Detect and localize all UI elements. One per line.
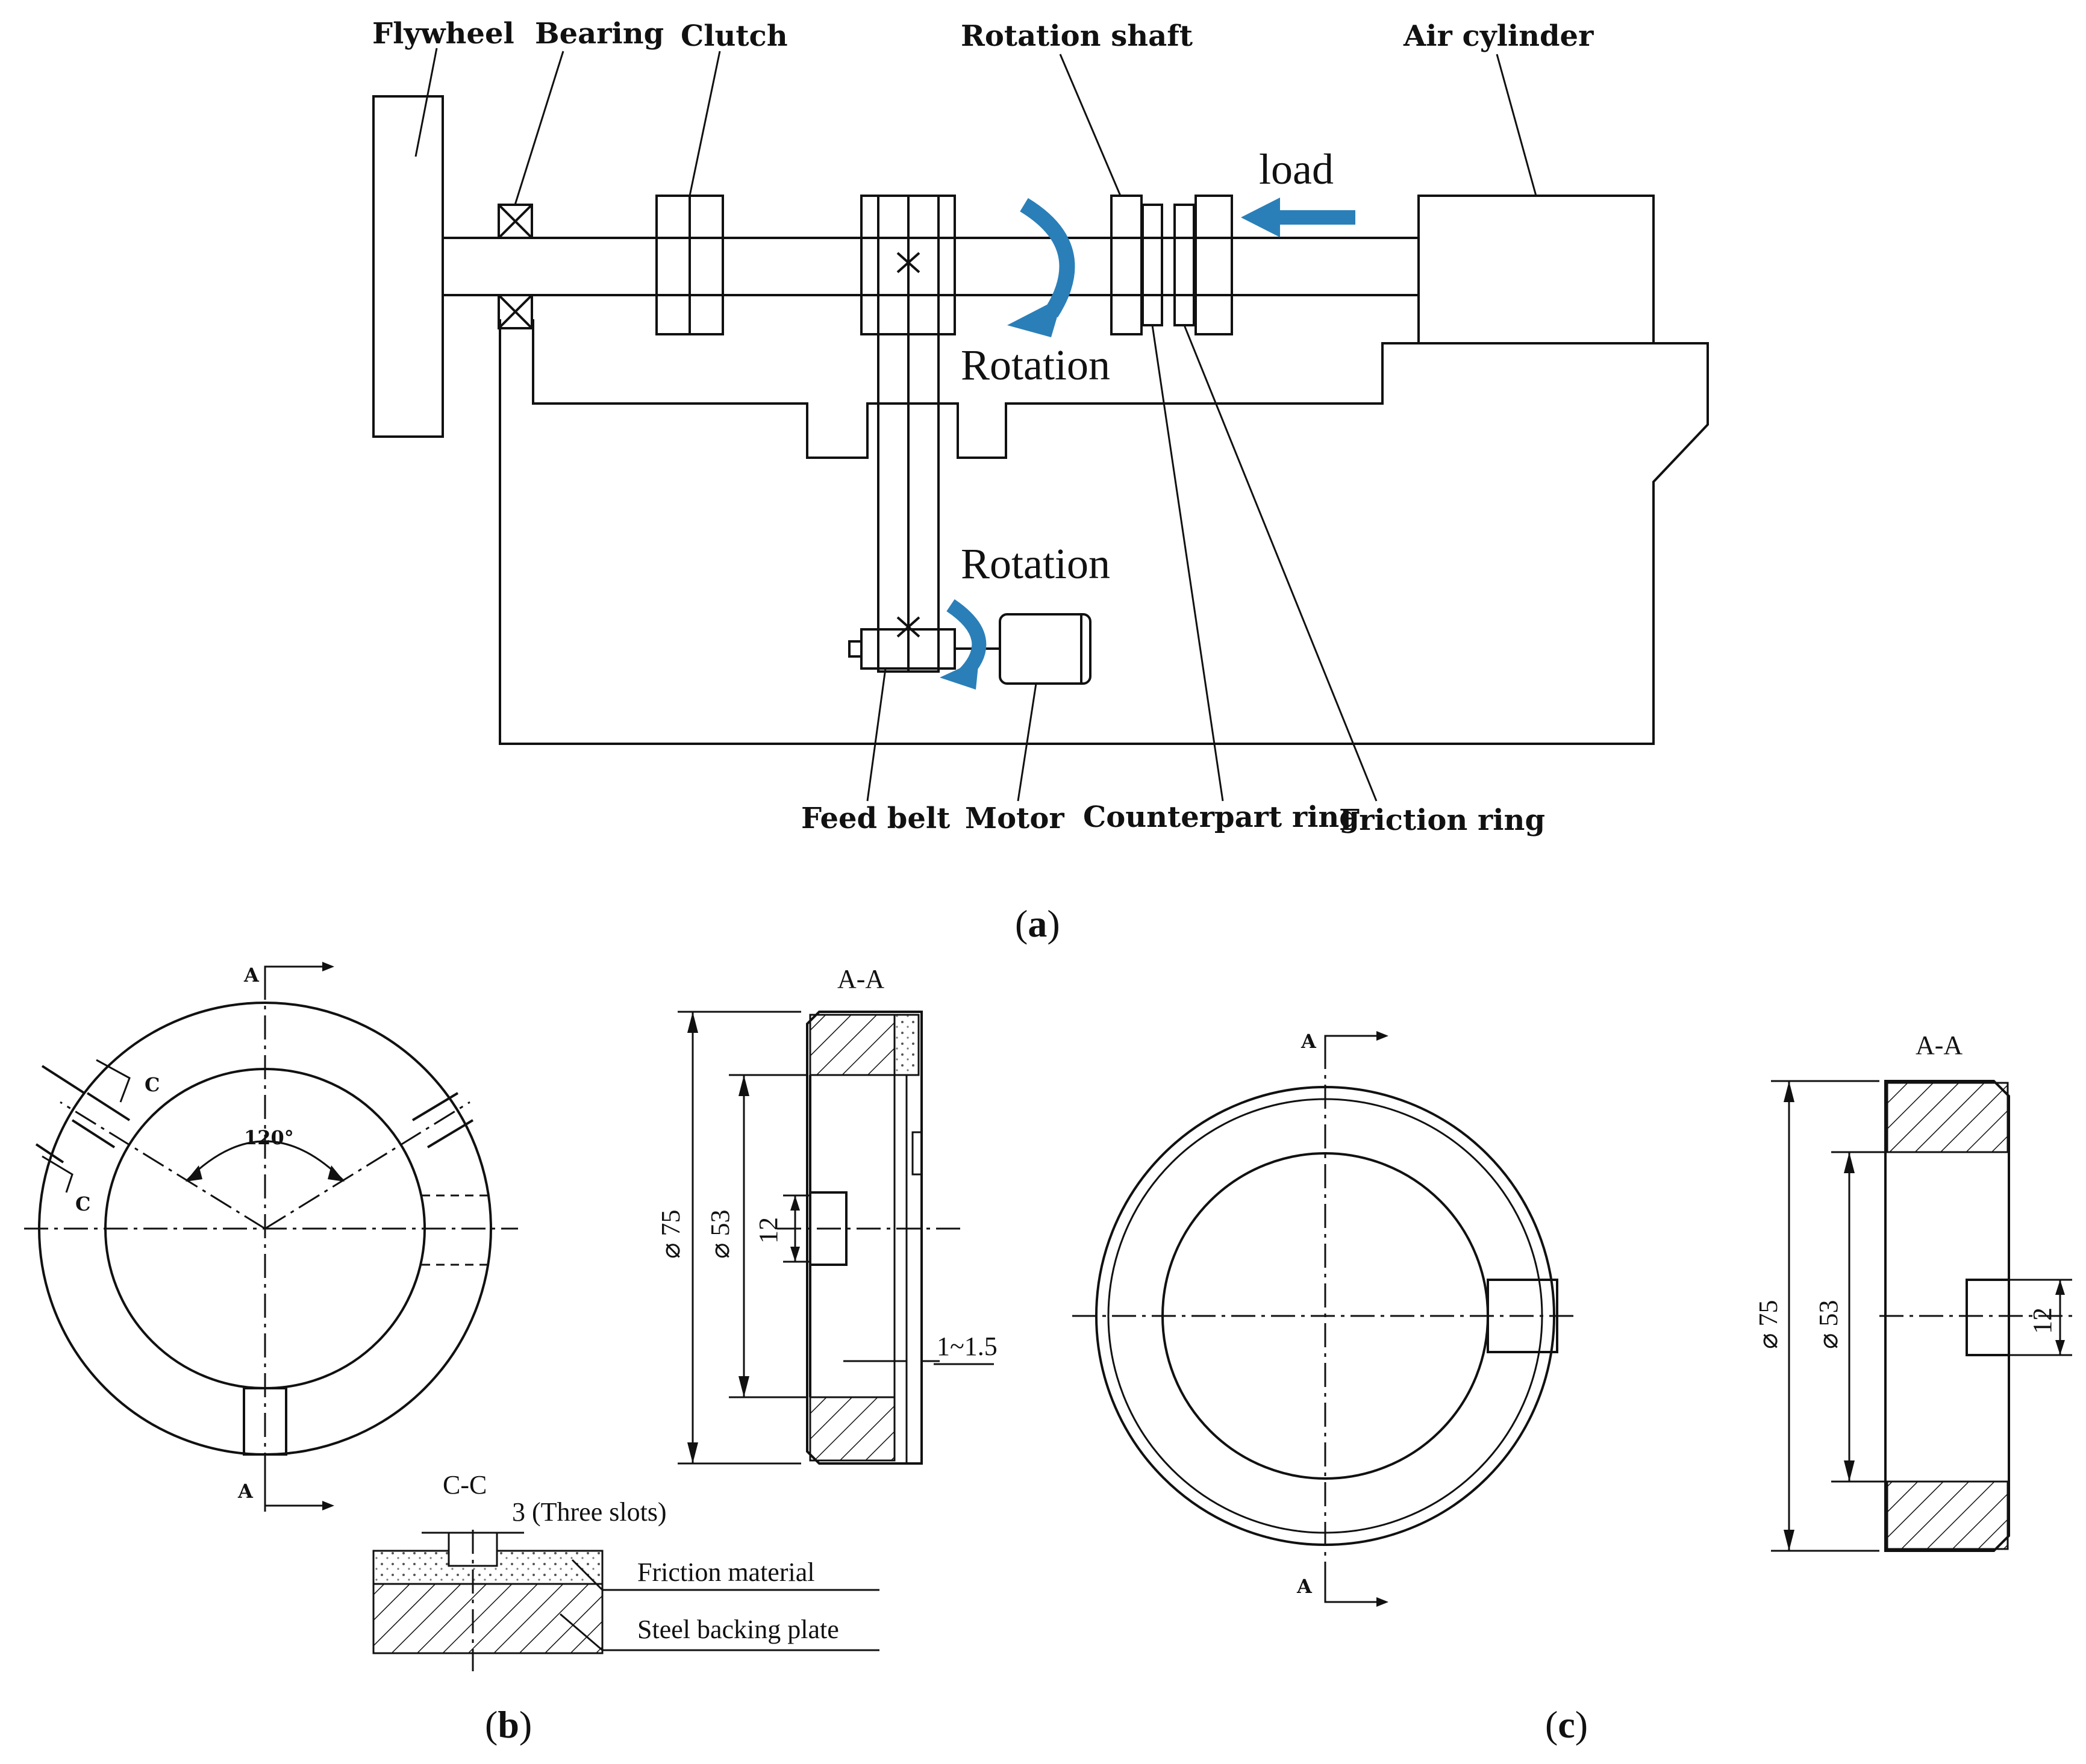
friction-material-label: Friction material bbox=[637, 1557, 814, 1587]
c-mark-top: C bbox=[145, 1073, 160, 1096]
leader-lines-a bbox=[414, 48, 1537, 802]
bearing bbox=[498, 204, 533, 329]
cc-slots-label: 3 (Three slots) bbox=[512, 1497, 667, 1527]
angle-arc-120 bbox=[186, 1140, 345, 1182]
dim-inner-c: ⌀ 53 bbox=[1814, 1300, 1843, 1350]
rotation-arrow-top bbox=[1007, 198, 1075, 337]
clutch bbox=[655, 195, 724, 335]
label-friction-ring: Friction ring bbox=[1339, 803, 1545, 837]
section-title-c: A-A bbox=[1916, 1030, 1963, 1060]
section-a-marks-b bbox=[264, 962, 334, 1510]
label-rotation-top: Rotation bbox=[961, 341, 1110, 389]
panel-b-friction-ring-drawing: 120° C C A A bbox=[24, 962, 998, 1746]
section-a-label-bottom-b: A bbox=[237, 1480, 254, 1503]
dim-slot-c: 12 bbox=[2028, 1307, 2057, 1334]
label-bearing: Bearing bbox=[535, 17, 664, 51]
label-air-cylinder: Air cylinder bbox=[1403, 19, 1594, 53]
section-a-label-bottom-c: A bbox=[1296, 1575, 1313, 1598]
section-a-label-top-c: A bbox=[1301, 1030, 1317, 1053]
section-c-marks bbox=[42, 1059, 131, 1193]
friction-ring bbox=[1173, 204, 1195, 326]
c-mark-bottom: C bbox=[75, 1192, 90, 1215]
caption-a: (a) bbox=[1015, 902, 1060, 945]
label-rotation-shaft: Rotation shaft bbox=[961, 19, 1193, 53]
section-a-label-top-b: A bbox=[243, 964, 260, 986]
counterpart-ring bbox=[1141, 204, 1163, 326]
angle-label-b: 120° bbox=[244, 1126, 294, 1149]
label-motor: Motor bbox=[965, 802, 1064, 835]
label-load: load bbox=[1259, 145, 1334, 193]
rotation-shaft-disk bbox=[1110, 195, 1143, 335]
dims-c bbox=[1771, 1080, 2072, 1552]
label-clutch: Clutch bbox=[681, 19, 788, 53]
section-a-marks-c bbox=[1324, 1031, 1388, 1607]
section-title-b: A-A bbox=[837, 964, 884, 994]
dims-b bbox=[678, 1011, 994, 1465]
slot-left-b bbox=[35, 1065, 131, 1164]
feed-belt bbox=[848, 195, 1000, 673]
label-rotation-bottom: Rotation bbox=[961, 540, 1110, 588]
label-flywheel: Flywheel bbox=[372, 17, 514, 51]
dim-outer-b: ⌀ 75 bbox=[656, 1210, 685, 1259]
steel-backing-label: Steel backing plate bbox=[637, 1615, 839, 1644]
panel-c-counterpart-ring-drawing: A A A-A ⌀ 75 ⌀ 53 1 bbox=[1072, 1030, 2072, 1746]
panel-a-machine-schematic: Flywheel Bearing Clutch Rotation shaft A… bbox=[372, 17, 1709, 945]
section-aa-b bbox=[777, 1011, 964, 1465]
label-feed-belt: Feed belt bbox=[801, 802, 950, 835]
dim-slot-b: 12 bbox=[754, 1217, 783, 1244]
caption-c: (c) bbox=[1545, 1703, 1588, 1746]
air-cylinder bbox=[1417, 195, 1655, 344]
motor bbox=[999, 613, 1091, 685]
slot-right-b bbox=[411, 1092, 474, 1148]
label-counterpart-ring: Counterpart ring bbox=[1083, 800, 1360, 834]
dim-inner-b: ⌀ 53 bbox=[705, 1210, 735, 1259]
rotation-arrow-bottom bbox=[940, 599, 987, 690]
slot-bottom-b bbox=[243, 1387, 287, 1456]
ring-b-centerline-right bbox=[264, 1101, 470, 1230]
machine-base-frame bbox=[499, 319, 1709, 745]
dim-outer-c: ⌀ 75 bbox=[1753, 1300, 1783, 1350]
load-arrow bbox=[1241, 198, 1355, 237]
friction-ring-holder bbox=[1194, 195, 1233, 335]
cc-section bbox=[372, 1530, 879, 1671]
cc-title: C-C bbox=[443, 1470, 487, 1500]
section-aa-c bbox=[1879, 1080, 2072, 1552]
caption-b: (b) bbox=[485, 1703, 532, 1746]
ring-b-centerline-left bbox=[60, 1101, 266, 1230]
dim-gap-b: 1~1.5 bbox=[937, 1332, 998, 1361]
flywheel bbox=[372, 95, 444, 438]
